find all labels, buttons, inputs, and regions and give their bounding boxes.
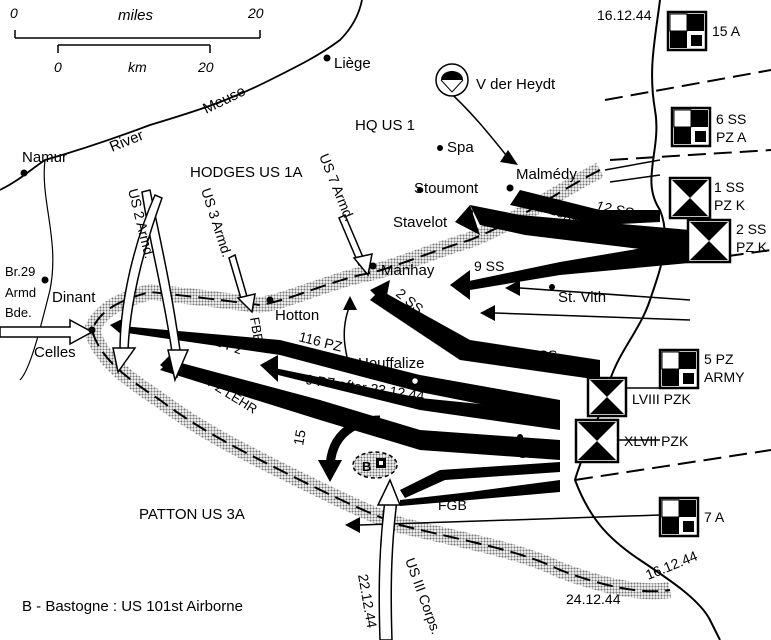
town-markers [20,54,555,440]
us3-label: US 3 Armd. [198,186,235,259]
german-attack-arrows [110,190,700,506]
town-clerf: Clerf [517,445,550,462]
miles-end: 20 [247,5,264,21]
unit-symbol-2sspzk: 2 SS PZ K [686,218,768,264]
meuse-label: Meuse [200,83,248,118]
river-label: River [107,127,146,156]
town-stoumont: Stoumont [414,180,479,197]
town-manhay: Manhay [381,262,435,279]
unit-label-5pzarmy: 5 PZ [704,351,734,367]
arrow-15 [325,415,381,471]
km-start: 0 [54,59,62,75]
town-namur: Namur [22,149,67,166]
arrowhead [343,296,357,310]
hodges-label: HODGES US 1A [190,164,303,181]
town-hotton: Hotton [275,307,319,324]
unit-symbol-6sspza: 6 SS PZ A [670,106,747,148]
unit-sublabel-6sspza: PZ A [716,129,747,145]
bastogne-legend: B - Bastogne : US 101st Airborne [22,598,243,615]
hq-us1-label: HQ US 1 [355,117,415,134]
front-line-dashes [574,449,771,481]
arrowhead [455,205,480,235]
houffalize-marker [410,376,420,386]
unit-label-1sspzk: 1 SS [714,179,744,195]
arrowhead [318,460,342,482]
arrowhead [370,280,390,305]
br29-line1: Br.29 [5,264,35,279]
town-stavelot: Stavelot [393,214,448,231]
fbb-label: FBB [247,316,266,344]
unit-sublabel-2sspzk: PZ K [736,239,768,255]
town-dinant: Dinant [52,289,96,306]
border-line [573,0,721,640]
town-liege: Liège [334,55,371,72]
km-end: 20 [197,59,214,75]
us3corps-label: US III Corps. [402,556,444,637]
unit-symbol-1sspzk: 1 SS PZ K [668,176,746,220]
br29-line3: Bde. [5,305,32,320]
river-branch [19,159,54,381]
unit-label-6sspza: 6 SS [716,111,746,127]
unit-symbol-7a: 7 A [658,496,725,538]
us7-label: US 7 Armd. [316,151,358,223]
unit-sublabel-1sspzk: PZ K [714,197,746,213]
bulge-line [90,169,671,593]
front-line-dashes [604,69,771,101]
unit-symbol-lviii: LVIII PZK [586,376,692,418]
unit-label-lviii: LVIII PZK [632,391,692,407]
arrowhead [450,270,470,300]
patton-label: PATTON US 3A [139,506,245,523]
v-der-heydt-label: V der Heydt [476,76,556,93]
front-line-dashes [609,149,771,161]
ss1-label: 1 SS [495,214,528,234]
town-st-vith: St. Vith [558,289,606,306]
bastogne-marker: B [362,459,371,474]
date-corps: 22.12.44 [355,573,380,630]
ss9-label-lower: 9 SS [527,347,557,363]
arrowhead [345,517,360,533]
us-counterattack-arrows [0,189,402,640]
fgb-label: FGB [438,497,467,513]
arrowhead [260,355,278,382]
date-top: 16.12.44 [597,7,652,23]
bastogne-pocket [352,451,398,479]
arrowhead [500,150,518,165]
unit-label-2sspzk: 2 SS [736,221,766,237]
town-spa: Spa [447,139,474,156]
unit-label-7a: 7 A [704,509,725,525]
unit-label-xlvii: XLVII PZK [624,433,689,449]
arrowhead [505,280,520,296]
town-celles: Celles [34,344,76,361]
miles-label: miles [118,7,154,24]
date-bottom: 24.12.44 [566,591,621,607]
date-bottom-right: 16.12.44 [643,547,700,582]
town-houffalize: Houffalize [358,355,424,372]
ss12-label: 12 SS [594,197,635,221]
arrowhead [480,305,495,321]
km-label: km [128,59,147,75]
unit-symbol-15a: 15 A [666,10,741,52]
miles-start: 0 [10,5,18,21]
br29-line2: Armd [5,285,36,300]
unit-label-15a: 15 A [712,23,741,39]
ss9-label-upper: 9 SS [474,258,504,274]
unit-sublabel-5pzarmy: ARMY [704,369,745,385]
n15-label: 15 [290,428,308,446]
unit-symbol-5pzarmy: 5 PZ ARMY [658,348,745,390]
town-malmedy: Malmédy [516,166,577,183]
unit-symbol-xlvii: XLVII PZK [574,418,689,464]
